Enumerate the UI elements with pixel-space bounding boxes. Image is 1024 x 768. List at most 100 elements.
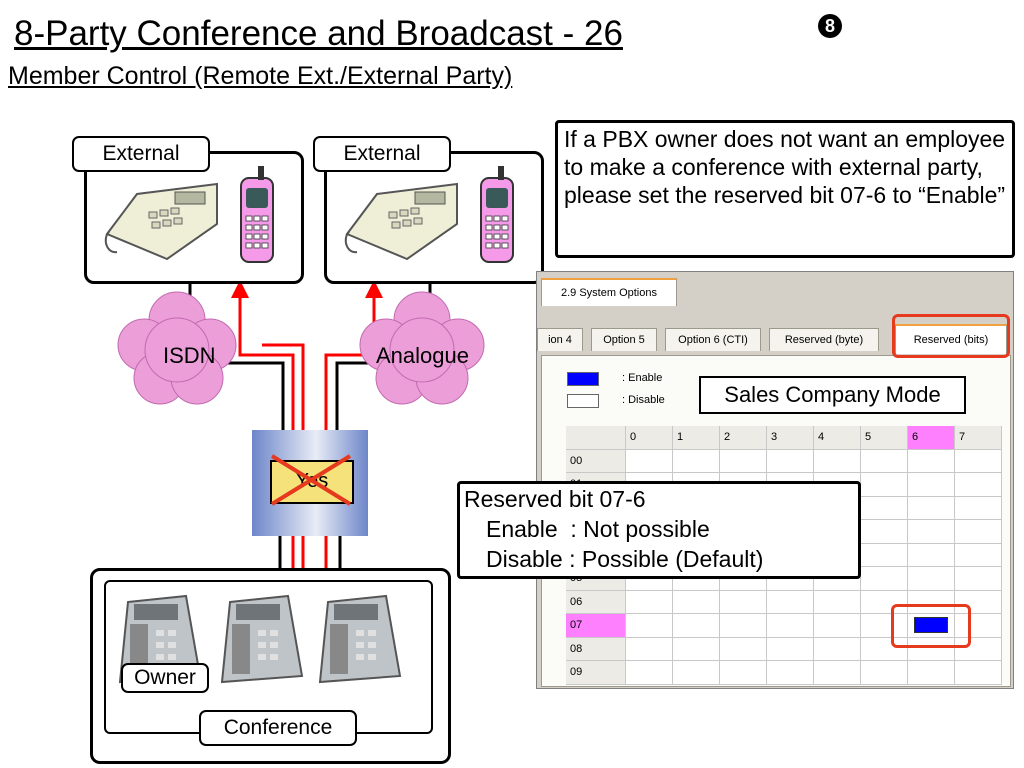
grid-cell[interactable]: [861, 520, 908, 544]
grid-cell[interactable]: [720, 590, 767, 614]
grid-cell[interactable]: [908, 637, 955, 661]
reserved-bits-tab-highlight: [892, 314, 1010, 358]
grid-cell[interactable]: [720, 614, 767, 638]
grid-cell[interactable]: [861, 614, 908, 638]
grid-cell[interactable]: [626, 661, 673, 685]
grid-cell[interactable]: [626, 449, 673, 473]
reserved-bit-note-disable: Disable : Possible (Default): [486, 546, 764, 572]
conference-label: Conference: [199, 710, 357, 746]
office-phone-icon: [318, 594, 402, 684]
grid-row-header: 07: [566, 614, 626, 638]
grid-cell[interactable]: [673, 449, 720, 473]
grid-cell[interactable]: [814, 661, 861, 685]
grid-cell[interactable]: [673, 637, 720, 661]
grid-cell[interactable]: [908, 543, 955, 567]
grid-cell[interactable]: [767, 661, 814, 685]
legend-enable-swatch: [567, 372, 599, 386]
grid-cell[interactable]: [673, 661, 720, 685]
legend-disable-label: : Disable: [622, 394, 665, 406]
grid-cell[interactable]: [908, 590, 955, 614]
grid-cell[interactable]: [908, 449, 955, 473]
grid-row-header: 06: [566, 590, 626, 614]
grid-cell[interactable]: [955, 614, 1002, 638]
grid-cell[interactable]: [814, 449, 861, 473]
external-party-left: [84, 151, 304, 284]
grid-cell[interactable]: [673, 614, 720, 638]
desk-phone-icon: [104, 182, 218, 261]
grid-cell[interactable]: [767, 637, 814, 661]
grid-cell[interactable]: [814, 614, 861, 638]
page-subtitle: Member Control (Remote Ext./External Par…: [8, 62, 513, 90]
grid-cell[interactable]: [767, 449, 814, 473]
tab-reserved-byte[interactable]: Reserved (byte): [769, 328, 879, 351]
grid-cell[interactable]: [814, 637, 861, 661]
office-phone-icon: [220, 594, 304, 684]
sales-company-mode-label: Sales Company Mode: [699, 376, 966, 414]
grid-row-header: 00: [566, 449, 626, 473]
grid-cell[interactable]: [814, 590, 861, 614]
grid-cell[interactable]: [955, 543, 1002, 567]
analogue-label: Analogue: [376, 343, 469, 368]
grid-cell[interactable]: [908, 473, 955, 497]
grid-cell[interactable]: [626, 590, 673, 614]
grid-cell[interactable]: [908, 520, 955, 544]
grid-row-header: 08: [566, 637, 626, 661]
grid-cell[interactable]: [861, 543, 908, 567]
grid-column-header: 0: [626, 426, 673, 450]
grid-cell[interactable]: [955, 661, 1002, 685]
grid-column-header: 3: [767, 426, 814, 450]
grid-cell[interactable]: [861, 661, 908, 685]
conference-phones: [118, 594, 402, 684]
desk-phone-icon: [344, 182, 458, 261]
grid-cell[interactable]: [955, 520, 1002, 544]
grid-cell[interactable]: [626, 614, 673, 638]
info-note: If a PBX owner does not want an employee…: [555, 120, 1015, 258]
grid-column-header: 4: [814, 426, 861, 450]
arrow-up-isdn: [231, 280, 249, 298]
reserved-bit-note-title: Reserved bit 07-6: [464, 486, 646, 512]
grid-corner: [566, 426, 626, 450]
mobile-phone-icon: [240, 166, 274, 263]
grid-column-header: 6: [908, 426, 955, 450]
cross-icon: [270, 454, 352, 506]
grid-column-header: 7: [955, 426, 1002, 450]
grid-cell[interactable]: [955, 496, 1002, 520]
tab-reserved-bits[interactable]: Reserved (bits): [895, 324, 1007, 354]
tab-option-5[interactable]: Option 5: [591, 328, 657, 351]
tab-system-options[interactable]: 2.9 System Options: [541, 278, 677, 306]
grid-cell[interactable]: [908, 567, 955, 591]
selected-cell-highlight: [891, 604, 971, 648]
reserved-bit-note-enable: Enable : Not possible: [486, 516, 710, 542]
grid-column-header: 5: [861, 426, 908, 450]
grid-cell[interactable]: [955, 473, 1002, 497]
grid-cell[interactable]: [720, 637, 767, 661]
isdn-cloud-icon: [117, 291, 237, 405]
grid-cell[interactable]: [673, 590, 720, 614]
grid-cell[interactable]: [720, 449, 767, 473]
grid-cell[interactable]: [908, 496, 955, 520]
grid-cell[interactable]: [908, 661, 955, 685]
tab-option-6-cti[interactable]: Option 6 (CTI): [665, 328, 761, 351]
grid-cell[interactable]: [767, 590, 814, 614]
enabled-bit-swatch: [914, 617, 948, 633]
tab-option-4[interactable]: ion 4: [537, 328, 583, 351]
grid-cell[interactable]: [626, 637, 673, 661]
grid-cell[interactable]: [861, 449, 908, 473]
legend-enable-label: : Enable: [622, 372, 663, 384]
grid-cell[interactable]: [861, 473, 908, 497]
grid-cell[interactable]: [861, 567, 908, 591]
office-phone-icon: [118, 594, 202, 684]
grid-cell[interactable]: [720, 661, 767, 685]
grid-cell-enabled[interactable]: [908, 614, 955, 638]
external-label-right: External: [313, 136, 451, 172]
grid-cell[interactable]: [861, 496, 908, 520]
page-title: 8-Party Conference and Broadcast - 26: [14, 14, 623, 53]
grid-cell[interactable]: [955, 567, 1002, 591]
owner-label: Owner: [121, 663, 209, 693]
slide-number-badge: 8: [818, 14, 842, 38]
mobile-phone-icon: [480, 166, 514, 263]
grid-column-header: 2: [720, 426, 767, 450]
isdn-label: ISDN: [163, 343, 216, 368]
grid-cell[interactable]: [767, 614, 814, 638]
grid-cell[interactable]: [955, 449, 1002, 473]
